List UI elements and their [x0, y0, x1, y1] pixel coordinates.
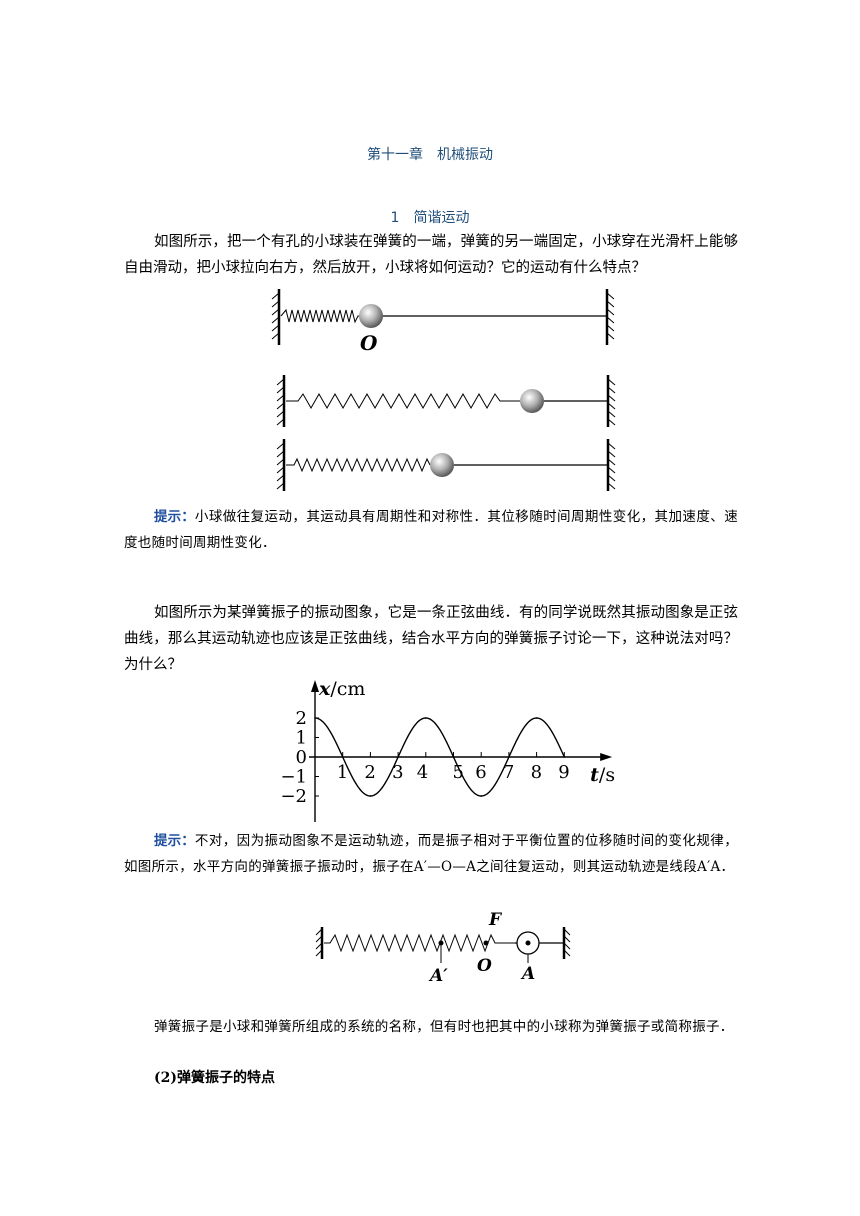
question-2: 如图所示为某弹簧振子的振动图象，它是一条正弦曲线．有的同学说既然其振动图象是正弦… [124, 605, 738, 673]
data-point [480, 795, 482, 797]
spring-row-equilibrium [276, 439, 616, 491]
x-tick-label: 8 [531, 762, 542, 783]
y-tick-label: −1 [280, 767, 307, 788]
hint-2: 提示：不对，因为振动图象不是运动轨迹，而是振子相对于平衡位置的位移随时间的变化规… [124, 828, 738, 880]
data-point [341, 756, 344, 758]
x-tick-label: 4 [417, 762, 428, 783]
label-a: A [520, 964, 535, 984]
data-point [314, 717, 316, 719]
chapter-title: 第十一章 机械振动 [367, 147, 493, 163]
x-tick-label: 6 [475, 762, 486, 783]
paragraph-3: 弹簧振子是小球和弹簧所组成的系统的名称，但有时也把其中的小球称为弹簧振子或简称振… [154, 1019, 734, 1035]
hint-2-text: 不对，因为振动图象不是运动轨迹，而是振子相对于平衡位置的位移随时间的变化规律，如… [124, 833, 738, 875]
label-o-fig3: O [477, 956, 492, 976]
x-axis-label: t/s [590, 764, 615, 786]
x-tick-label: 2 [364, 762, 375, 783]
x-axis-arrow [600, 753, 613, 761]
hint-1-text: 小球做往复运动，其运动具有周期性和对称性．其位移随时间周期性变化，其加速度、速度… [124, 509, 738, 551]
data-point [563, 756, 566, 758]
y-axis-arrow [311, 680, 319, 692]
series-line [314, 717, 565, 797]
data-point [452, 756, 455, 758]
label-o-fig1: O [360, 331, 378, 355]
x-tick-label: 9 [558, 762, 569, 783]
x-tick-label: 5 [453, 762, 464, 783]
spring-row-compressed: O [271, 289, 615, 355]
y-tick-label: 2 [296, 708, 307, 729]
data-point [535, 717, 538, 719]
label-f: F [488, 910, 503, 930]
y-tick-label: 0 [296, 747, 307, 768]
spring-figure-1: O [271, 289, 616, 491]
section-title: 1 简谐运动 [390, 210, 470, 226]
y-tick-label: −2 [280, 786, 307, 807]
data-point [369, 795, 372, 797]
question-1: 如图所示，把一个有孔的小球装在弹簧的一端，弹簧的另一端固定，小球穿在光滑杆上能够… [124, 234, 738, 276]
data-point [508, 756, 510, 758]
x-tick-label: 3 [392, 762, 403, 783]
x-tick-label: 1 [337, 762, 348, 783]
y-tick-label: 1 [296, 728, 307, 749]
hint-label: 提示： [154, 509, 195, 525]
hint-label-2: 提示： [154, 833, 195, 849]
y-axis-label: x/cm [318, 678, 365, 700]
paragraph-4: (2)弹簧振子的特点 [154, 1070, 275, 1086]
x-tick-label: 7 [503, 762, 514, 783]
label-a-prime: A′ [428, 966, 448, 985]
hint-1: 提示：小球做往复运动，其运动具有周期性和对称性．其位移随时间周期性变化，其加速度… [124, 504, 738, 556]
data-point [397, 756, 399, 758]
data-point [425, 717, 427, 719]
spring-figure-3: F A′ O A [315, 910, 571, 985]
spring-row-stretched [276, 375, 616, 427]
